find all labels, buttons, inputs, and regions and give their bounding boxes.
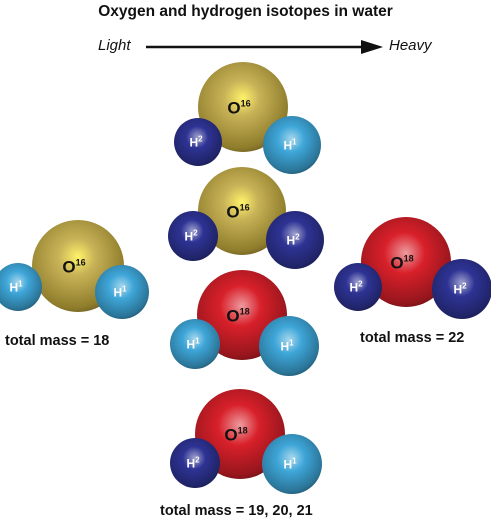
hydrogen-atom-left-mass-number: 1 [195, 337, 200, 346]
oxygen-atom-mass-number: 16 [76, 257, 86, 267]
hydrogen-atom-left-sphere [334, 263, 382, 311]
hydrogen-atom-right-mass-number: 1 [289, 339, 294, 348]
light-label: Light [98, 37, 131, 54]
hydrogen-atom-left-mass-number: 2 [193, 229, 198, 238]
hydrogen-atom-right-mass-number: 1 [122, 285, 127, 294]
hydrogen-atom-right-sphere [263, 116, 321, 174]
hydrogen-atom-left-mass-number: 2 [195, 456, 200, 465]
oxygen-atom-mass-number: 18 [238, 425, 248, 435]
hydrogen-atom-right-sphere [262, 434, 322, 494]
hydrogen-atom-right-mass-number: 2 [295, 233, 300, 242]
oxygen-atom-mass-number: 16 [240, 202, 250, 212]
hydrogen-atom-right-mass-number: 2 [462, 282, 467, 291]
light-to-heavy-arrow [146, 40, 383, 54]
hydrogen-atom-left-sphere [170, 319, 220, 369]
hydrogen-atom-right-sphere [266, 211, 324, 269]
hydrogen-atom-left-mass-number: 1 [18, 280, 23, 289]
hydrogen-atom-right-mass-number: 1 [292, 457, 297, 466]
hydrogen-atom-left-sphere [0, 263, 42, 311]
hydrogen-atom-left-mass-number: 2 [358, 280, 363, 289]
hydrogen-atom-left-sphere [170, 438, 220, 488]
hydrogen-atom-right-mass-number: 1 [292, 138, 297, 147]
hydrogen-atom-left-mass-number: 2 [198, 135, 203, 144]
hydrogen-atom-right-sphere [432, 259, 491, 319]
oxygen-atom-sphere [198, 62, 288, 152]
oxygen-atom-mass-number: 18 [240, 306, 250, 316]
heavy-label: Heavy [389, 37, 432, 54]
hydrogen-atom-left-sphere [168, 211, 218, 261]
diagram-title: Oxygen and hydrogen isotopes in water [98, 3, 393, 20]
oxygen-atom-mass-number: 16 [241, 98, 251, 108]
oxygen-atom-sphere [361, 217, 451, 307]
hydrogen-atom-left-sphere [174, 118, 222, 166]
oxygen-atom-mass-number: 18 [404, 253, 414, 263]
oxygen-atom-sphere [198, 167, 286, 255]
hydrogen-atom-right-sphere [95, 265, 149, 319]
hydrogen-atom-right-sphere [259, 316, 319, 376]
mass-label-light: total mass = 18 [5, 333, 110, 349]
mass-label-middle: total mass = 19, 20, 21 [160, 503, 313, 519]
mass-label-heavy: total mass = 22 [360, 330, 465, 346]
